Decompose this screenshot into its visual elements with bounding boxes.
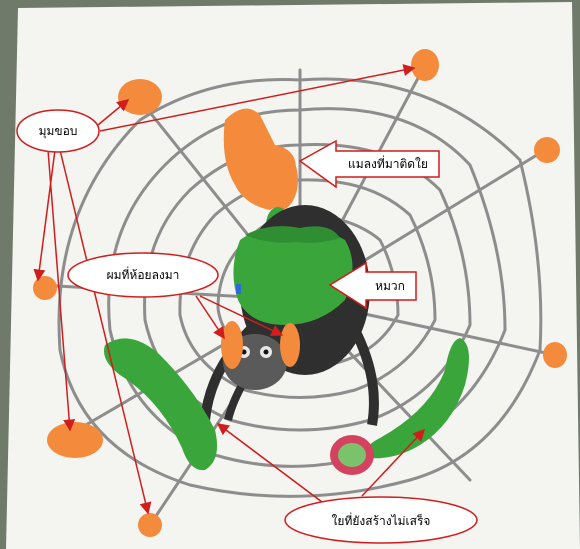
callout-hair-label: ผมที่ห้อยลงมา [107,266,180,282]
hat-clay [233,226,353,325]
callout-unfinished-web-label: ใยที่ยังสร้างไม่เสร็จ [332,512,431,528]
callout-insect: แมลงที่มาติดใย [298,139,440,189]
callout-corners-label: มุมขอบ [39,124,78,139]
callout-unfinished-web: ใยที่ยังสร้างไม่เสร็จ [284,496,478,544]
callout-hat-label: หมวก [375,279,405,293]
annotation-arrows [33,64,426,515]
corner-anchors [33,49,567,537]
hair-clay [221,321,300,369]
callout-hair: ผมที่ห้อยลงมา [67,252,219,298]
callout-corners: มุมขอบ [16,109,100,153]
callout-insect-label: แมลงที่มาติดใย [348,155,428,171]
callout-hat: หมวก [328,261,417,310]
